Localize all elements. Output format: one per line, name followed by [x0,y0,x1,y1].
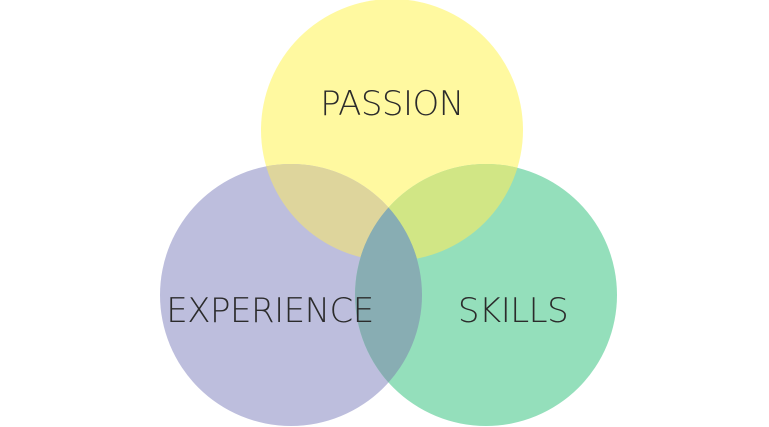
skills-label: SKILLS [458,291,568,331]
experience-label: EXPERIENCE [166,291,374,331]
passion-label: PASSION [320,84,463,124]
passion-experience-overlap [261,164,422,261]
passion-skills-overlap [355,164,523,261]
